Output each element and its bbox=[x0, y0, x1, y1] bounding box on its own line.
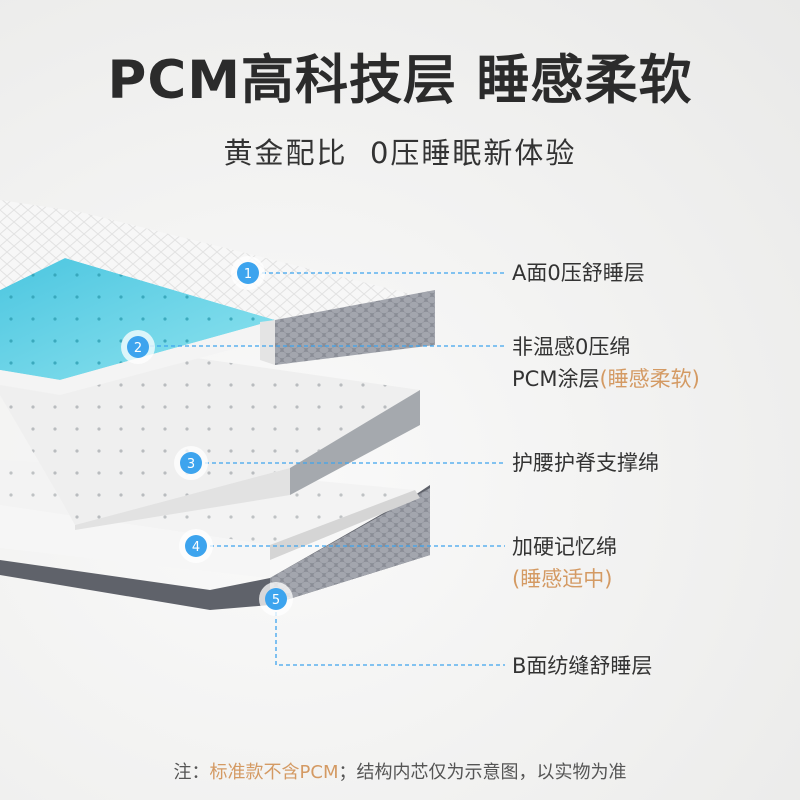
layer-marker-number: 3 bbox=[187, 457, 195, 472]
label-layer-4: 加硬记忆绵 (睡感适中) bbox=[512, 531, 617, 595]
label-layer-3: 护腰护脊支撑绵 bbox=[512, 447, 659, 479]
label-layer-2-highlight: (睡感柔软) bbox=[599, 367, 700, 391]
leader-line-5 bbox=[275, 612, 505, 666]
layer-marker-5: 5 bbox=[259, 582, 293, 616]
footer-note-suffix: ；结构内芯仅为示意图，以实物为准 bbox=[338, 762, 627, 783]
footer-note-highlight: 标准款不含PCM bbox=[209, 762, 339, 783]
layer-marker-1: 1 bbox=[231, 256, 265, 290]
layer-2-pcm bbox=[0, 258, 275, 395]
layer-marker-number: 2 bbox=[134, 341, 142, 356]
label-layer-2-line1: 非温感0压绵 bbox=[512, 335, 631, 359]
label-layer-4-line1: 加硬记忆绵 bbox=[512, 535, 617, 559]
label-layer-2-line2: PCM涂层 bbox=[512, 367, 600, 391]
page-subtitle: 黄金配比 0压睡眠新体验 bbox=[223, 136, 577, 170]
label-layer-5: B面纺缝舒睡层 bbox=[512, 650, 652, 682]
layer-marker-number: 1 bbox=[244, 267, 252, 282]
label-layer-5-text: B面纺缝舒睡层 bbox=[512, 654, 653, 678]
label-layer-3-text: 护腰护脊支撑绵 bbox=[512, 451, 659, 475]
footer-note-prefix: 注： bbox=[173, 762, 210, 783]
layer-marker-4: 4 bbox=[179, 529, 213, 563]
leader-lines bbox=[150, 272, 505, 666]
layer-marker-2: 2 bbox=[121, 330, 155, 364]
label-layer-4-highlight: (睡感适中) bbox=[512, 567, 613, 591]
layer-marker-number: 5 bbox=[272, 593, 280, 608]
layer-marker-number: 4 bbox=[192, 540, 200, 555]
layer-3-support-foam bbox=[0, 350, 420, 530]
footer-note: 注：标准款不含PCM；结构内芯仅为示意图，以实物为准 bbox=[0, 758, 800, 784]
label-layer-2: 非温感0压绵 PCM涂层(睡感柔软) bbox=[512, 331, 700, 395]
layer-markers: 1 2 3 4 5 bbox=[121, 256, 293, 616]
layer-marker-3: 3 bbox=[174, 446, 208, 480]
label-layer-1-text: A面0压舒睡层 bbox=[512, 261, 645, 285]
label-layer-1: A面0压舒睡层 bbox=[512, 257, 645, 289]
page-title: PCM高科技层 睡感柔软 bbox=[107, 50, 693, 111]
